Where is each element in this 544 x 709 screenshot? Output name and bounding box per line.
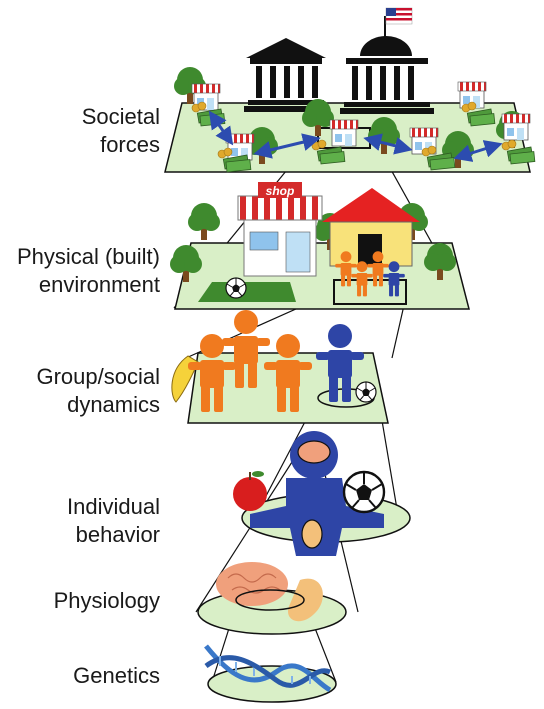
house-icon	[322, 188, 420, 267]
shop-building-icon: shop	[237, 182, 323, 277]
physical-environment-platform: shop	[170, 182, 470, 310]
stomach-icon	[288, 578, 323, 622]
label-genetics: Genetics	[73, 663, 160, 688]
apple-icon	[233, 471, 267, 511]
societal-forces-platform	[164, 7, 536, 173]
physiology-platform	[197, 562, 347, 635]
soccer-ball-icon	[355, 381, 377, 403]
brain-icon	[297, 440, 331, 464]
soccer-ball-icon	[225, 277, 247, 299]
government-building-icon	[244, 38, 328, 112]
label-group-social-dynamics: Group/social dynamics	[36, 364, 160, 417]
individual-figure	[250, 431, 384, 556]
label-societal-forces: Societal forces	[81, 104, 160, 157]
capitol-building-icon	[340, 7, 434, 114]
label-physical-environment: Physical (built) environment	[16, 244, 160, 297]
stomach-icon	[301, 519, 323, 549]
group-dynamics-platform	[171, 310, 389, 424]
trade-arrows	[208, 110, 503, 162]
brain-icon	[216, 562, 288, 606]
us-flag-icon	[385, 7, 413, 25]
label-individual-behavior: Individual behavior	[67, 494, 160, 547]
label-physiology: Physiology	[53, 588, 160, 613]
soccer-ball-icon	[342, 470, 386, 514]
shop-sign-text: shop	[266, 184, 295, 198]
dna-icon	[204, 644, 332, 693]
individual-behavior-platform	[233, 431, 411, 556]
genetics-platform	[204, 644, 337, 703]
